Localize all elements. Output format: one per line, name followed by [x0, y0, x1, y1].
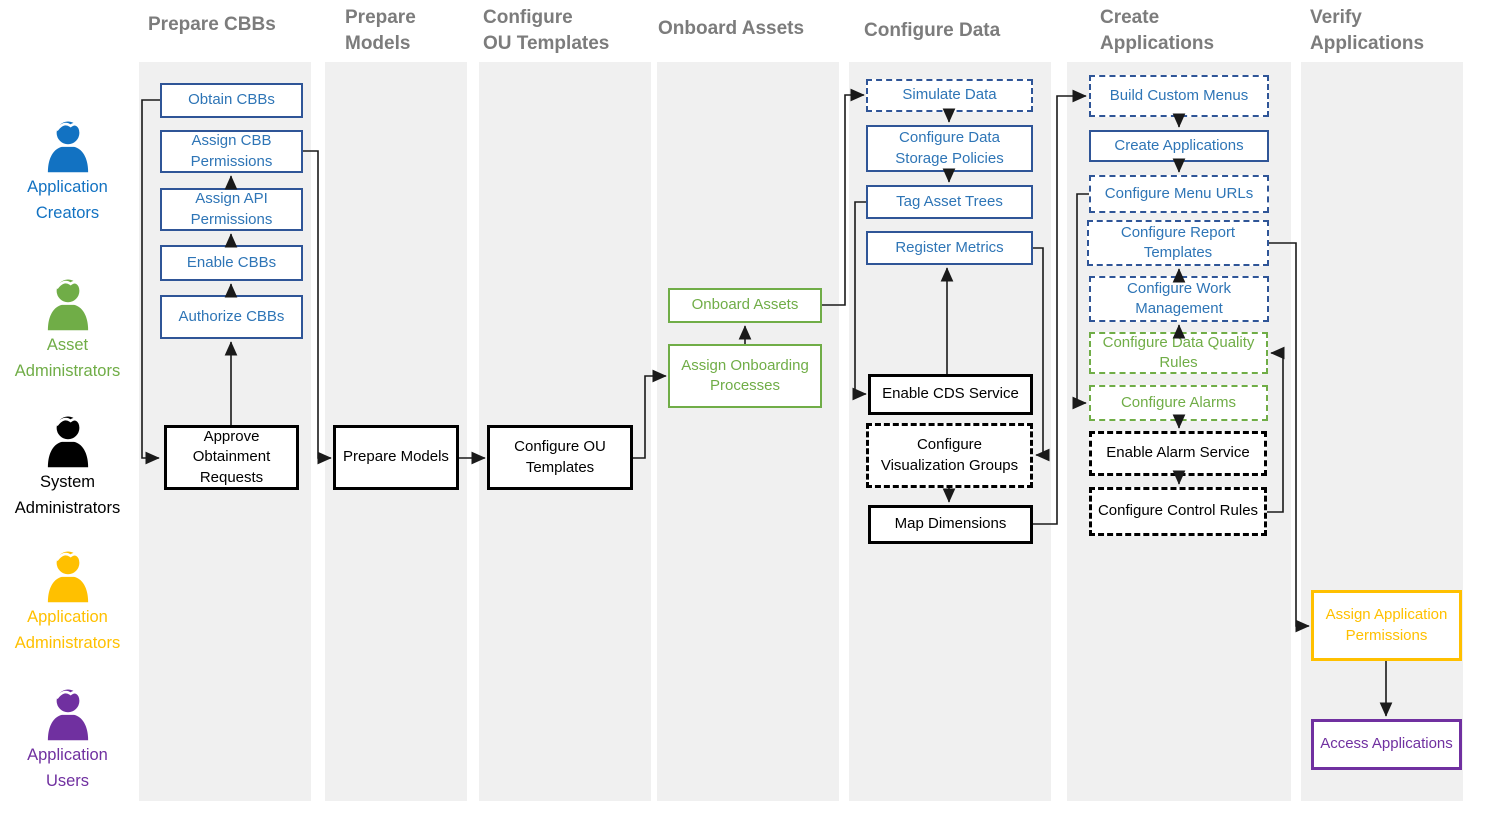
column-panel-onboard-assets	[657, 62, 839, 801]
box-configure-menu-urls: Configure Menu URLs	[1089, 175, 1269, 213]
column-header-create-applications: Create Applications	[1100, 7, 1215, 54]
column-header-configure-ou-templates: Configure OU Templates	[483, 7, 610, 54]
box-onboard-assets: Onboard Assets	[668, 288, 822, 323]
column-header-onboard-assets: Onboard Assets	[658, 18, 805, 39]
person-icon	[47, 551, 88, 603]
box-configure-control-rules: Configure Control Rules	[1089, 487, 1267, 536]
box-prepare-models: Prepare Models	[333, 425, 459, 490]
box-enable-cbbs: Enable CBBs	[160, 245, 303, 281]
box-configure-report-templates: Configure Report Templates	[1087, 220, 1269, 266]
role-label: Application Administrators	[14, 608, 121, 653]
box-configure-work-management: Configure Work Management	[1089, 276, 1269, 322]
person-icon	[47, 416, 88, 468]
role-label: System Administrators	[14, 473, 121, 518]
role-asset-administrators: Asset Administrators	[0, 276, 135, 385]
box-create-applications: Create Applications	[1089, 130, 1269, 162]
person-icon	[47, 121, 88, 173]
box-enable-alarm-service: Enable Alarm Service	[1089, 431, 1267, 476]
person-icon	[47, 689, 88, 741]
person-icon	[47, 279, 88, 331]
box-map-dimensions: Map Dimensions	[868, 505, 1033, 544]
column-panel-verify-applications	[1301, 62, 1463, 801]
box-simulate-data: Simulate Data	[866, 79, 1033, 112]
box-register-metrics: Register Metrics	[866, 231, 1033, 265]
box-assign-cbb-permissions: Assign CBB Permissions	[160, 130, 303, 173]
box-tag-asset-trees: Tag Asset Trees	[866, 185, 1033, 219]
box-assign-application-permissions: Assign Application Permissions	[1311, 590, 1462, 661]
role-label: Asset Administrators	[14, 336, 121, 381]
role-application-administrators: Application Administrators	[0, 548, 135, 657]
box-configure-alarms: Configure Alarms	[1089, 385, 1268, 421]
column-header-verify-applications: Verify Applications	[1310, 7, 1425, 54]
box-build-custom-menus: Build Custom Menus	[1089, 75, 1269, 117]
box-configure-data-storage-policies: Configure Data Storage Policies	[866, 125, 1033, 172]
box-enable-cds-service: Enable CDS Service	[868, 374, 1033, 415]
box-configure-ou-templates: Configure OU Templates	[487, 425, 633, 490]
box-configure-data-quality-rules: Configure Data Quality Rules	[1089, 332, 1268, 374]
role-label: Application Users	[27, 746, 108, 791]
role-application-creators: Application Creators	[0, 118, 135, 227]
column-header-configure-data: Configure Data	[864, 20, 1001, 41]
box-assign-api-permissions: Assign API Permissions	[160, 188, 303, 231]
box-access-applications: Access Applications	[1311, 719, 1462, 770]
box-obtain-cbbs: Obtain CBBs	[160, 83, 303, 118]
column-header-prepare-models: Prepare Models	[345, 7, 416, 54]
box-authorize-cbbs: Authorize CBBs	[160, 295, 303, 339]
column-header-prepare-cbbs: Prepare CBBs	[148, 14, 276, 35]
box-assign-onboarding-processes: Assign Onboarding Processes	[668, 344, 822, 408]
role-application-users: Application Users	[0, 686, 135, 795]
role-system-administrators: System Administrators	[0, 413, 135, 522]
role-label: Application Creators	[27, 178, 108, 223]
box-approve-obtainment-requests: Approve Obtainment Requests	[164, 425, 299, 490]
box-configure-visualization-groups: Configure Visualization Groups	[866, 423, 1033, 488]
